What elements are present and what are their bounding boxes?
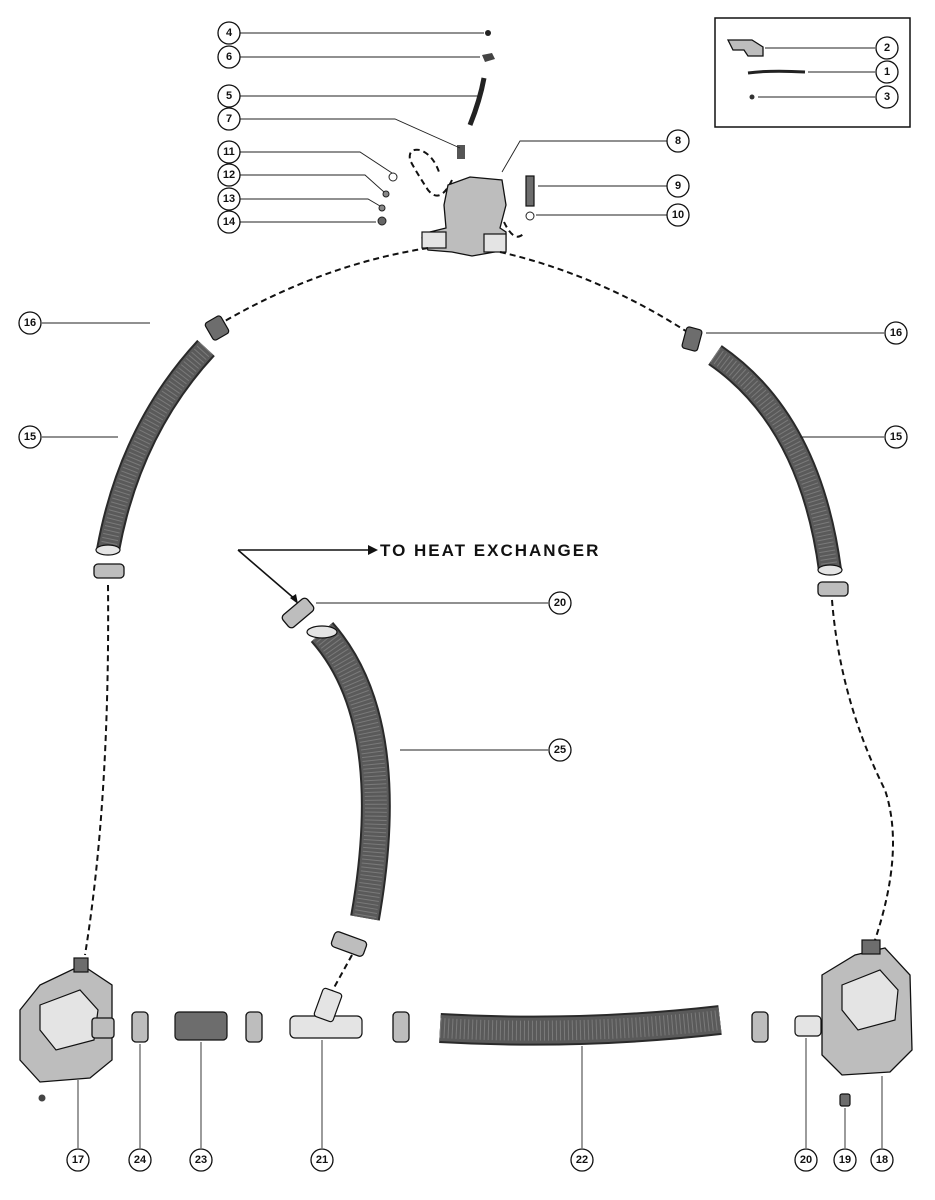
callout-25: 25 (548, 738, 572, 762)
svg-text:20: 20 (800, 1154, 812, 1166)
part-16-clamp-right (681, 326, 703, 352)
note-to-heat-exchanger: TO HEAT EXCHANGER (380, 541, 600, 560)
svg-text:3: 3 (884, 91, 890, 103)
callout-12: 12 (217, 163, 241, 187)
part-17-manifold-left (19, 957, 115, 1083)
svg-text:19: 19 (839, 1154, 851, 1166)
inset-box: 2 1 3 (714, 17, 911, 128)
callout-24: 24 (128, 1148, 152, 1172)
callout-9: 9 (666, 174, 690, 198)
svg-text:13: 13 (223, 193, 235, 205)
part-6-clamp (482, 53, 495, 62)
callout-15-right: 15 (884, 425, 908, 449)
part-20-clamp-top (281, 597, 315, 629)
part-24-clamp (131, 1011, 149, 1043)
svg-text:25: 25 (554, 744, 566, 756)
svg-text:9: 9 (675, 180, 681, 192)
callout-21: 21 (310, 1148, 334, 1172)
callout-18: 18 (870, 1148, 894, 1172)
part-19-plug (839, 1093, 851, 1107)
part-2-bracket (726, 39, 764, 57)
callout-16-left: 16 (18, 311, 42, 335)
part-15-hose-left (95, 339, 215, 556)
part-25-hose-center (306, 622, 391, 921)
part-22-hose-long (439, 1005, 722, 1046)
svg-text:2: 2 (884, 42, 890, 54)
callout-2: 2 (875, 36, 899, 60)
callout-15-left: 15 (18, 425, 42, 449)
callout-8: 8 (666, 129, 690, 153)
part-9-bolt (525, 175, 535, 207)
callout-4: 4 (217, 21, 241, 45)
part-1-wire (747, 69, 806, 75)
top-assembly (377, 30, 535, 257)
part-12-washer (382, 190, 390, 198)
part-16-clamp-left (204, 315, 230, 341)
part-4-screw (485, 30, 491, 36)
part-23-hose-short (174, 1011, 228, 1041)
part-5-tube (467, 77, 487, 126)
part-21-tee (289, 987, 363, 1039)
clamp-left-of-tee (245, 1011, 263, 1043)
svg-text:14: 14 (223, 216, 236, 228)
callout-10: 10 (666, 203, 690, 227)
part-20-fitting (794, 1015, 822, 1037)
clamp-right-of-hose (751, 1011, 769, 1043)
callout-17: 17 (66, 1148, 90, 1172)
svg-text:10: 10 (672, 209, 684, 221)
part-10-washer (525, 211, 535, 221)
svg-text:23: 23 (195, 1154, 207, 1166)
callout-11: 11 (217, 140, 241, 164)
callout-7: 7 (217, 107, 241, 131)
svg-text:15: 15 (24, 431, 36, 443)
part-18-manifold-right (821, 939, 913, 1076)
part-3-clip (749, 94, 755, 100)
svg-text:15: 15 (890, 431, 902, 443)
part-7-fitting (457, 145, 465, 159)
callout-20-bottom: 20 (794, 1148, 818, 1172)
svg-text:16: 16 (24, 317, 36, 329)
callout-16-right: 16 (884, 321, 908, 345)
callout-20-top: 20 (548, 591, 572, 615)
clamp-right-of-tee (392, 1011, 410, 1043)
callout-19: 19 (833, 1148, 857, 1172)
svg-text:11: 11 (223, 146, 235, 158)
svg-text:12: 12 (223, 169, 235, 181)
callout-22: 22 (570, 1148, 594, 1172)
svg-text:18: 18 (876, 1154, 888, 1166)
svg-text:21: 21 (316, 1154, 328, 1166)
svg-text:7: 7 (226, 113, 232, 125)
callout-5: 5 (217, 84, 241, 108)
part-16-lower-clamp-right (817, 581, 849, 597)
part-17-plug (38, 1094, 46, 1102)
callout-23: 23 (189, 1148, 213, 1172)
part-16-lower-clamp-left (93, 563, 125, 579)
svg-text:20: 20 (554, 597, 566, 609)
svg-text:16: 16 (890, 327, 902, 339)
part-11-washer (388, 172, 398, 182)
part-15-hose-right (708, 345, 843, 576)
svg-text:6: 6 (226, 51, 232, 63)
svg-text:8: 8 (675, 135, 681, 147)
svg-text:24: 24 (134, 1154, 147, 1166)
callout-13: 13 (217, 187, 241, 211)
svg-text:1: 1 (884, 66, 890, 78)
callout-1: 1 (875, 60, 899, 84)
svg-text:22: 22 (576, 1154, 588, 1166)
svg-text:5: 5 (226, 90, 232, 102)
svg-text:4: 4 (226, 27, 233, 39)
callout-3: 3 (875, 85, 899, 109)
callout-6: 6 (217, 45, 241, 69)
svg-text:17: 17 (72, 1154, 84, 1166)
callout-14: 14 (217, 210, 241, 234)
part-20-clamp-center (330, 931, 368, 957)
part-14-nut (377, 216, 387, 226)
part-13-washer (378, 204, 386, 212)
